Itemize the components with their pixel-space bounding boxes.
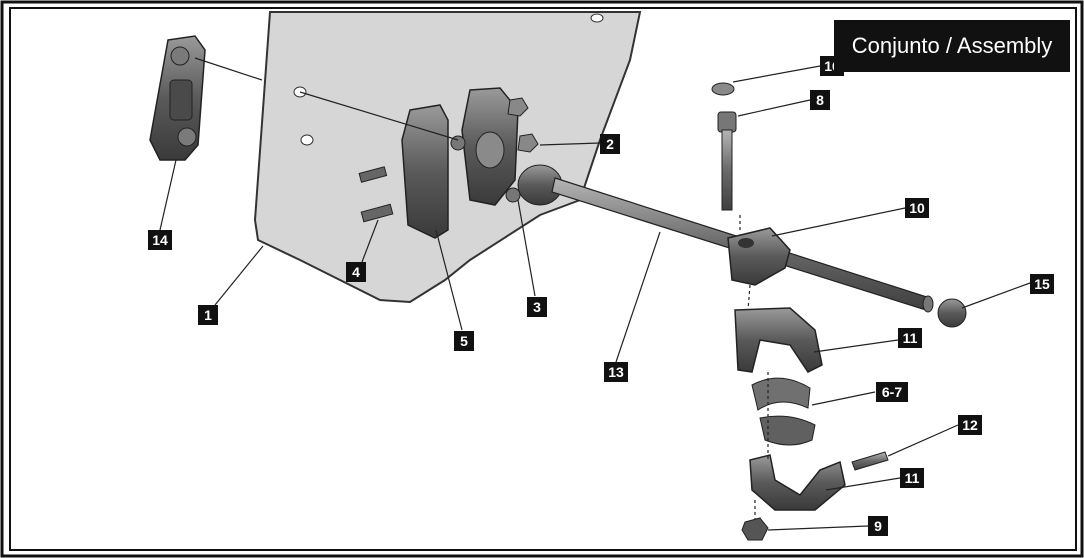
callout-8: 8 [810,90,830,110]
callout-3: 3 [527,297,547,317]
mount-bracket-socket [475,131,505,169]
side-bracket-pin [170,46,190,66]
end-cap [937,298,967,328]
bolt-4 [358,166,394,223]
inner-border [9,7,1077,551]
callout-6-7: 6-7 [876,382,908,402]
callout-1: 1 [198,305,218,325]
callout-label: 14 [152,232,168,248]
lower-clamp [749,454,846,511]
callout-label: 11 [905,470,920,486]
assembly-title: Conjunto / Assembly [834,20,1070,72]
bolt-cap [711,82,735,96]
side-bracket-slot [169,79,193,121]
callout-label: 1 [204,307,212,323]
callout-label: 3 [533,299,541,315]
callout-label: 13 [608,364,624,380]
rubber-shim-lower [759,415,816,446]
callout-14: 14 [148,230,172,250]
callout-label: 10 [909,200,925,216]
mount-bracket-left [401,104,449,239]
side-bracket-pin [177,127,197,147]
bolt-3 [505,187,521,203]
nut-2 [507,97,539,153]
callout-label: 6-7 [882,384,902,400]
callout-11-lower: 11 [900,468,924,488]
callout-label: 15 [1034,276,1050,292]
callout-10: 10 [905,198,929,218]
callout-label: 4 [352,264,360,280]
clamp-head-hole [738,238,754,248]
long-bolt-shaft [721,129,733,211]
callout-15: 15 [1030,274,1054,294]
callout-label: 9 [874,518,882,534]
leader-lines [159,57,1031,531]
callout-label: 12 [962,417,978,433]
callout-4: 4 [346,262,366,282]
callout-label: 11 [903,330,918,346]
callout-label: 5 [460,333,468,349]
nut-9 [741,517,769,541]
callout-label: 8 [816,92,824,108]
rod-end [922,295,934,313]
pin [851,451,889,471]
plate-hole [300,134,314,146]
callout-13: 13 [604,362,628,382]
long-bolt-head [717,111,737,133]
callout-label: 2 [606,136,614,152]
callout-9: 9 [868,516,888,536]
upper-clamp [734,307,823,373]
callout-12: 12 [958,415,982,435]
callout-11-upper: 11 [898,328,922,348]
plate-hole [590,13,604,23]
callout-2: 2 [600,134,620,154]
rubber-shim-upper [751,377,811,411]
callout-5: 5 [454,331,474,351]
clamp-head [727,227,791,286]
